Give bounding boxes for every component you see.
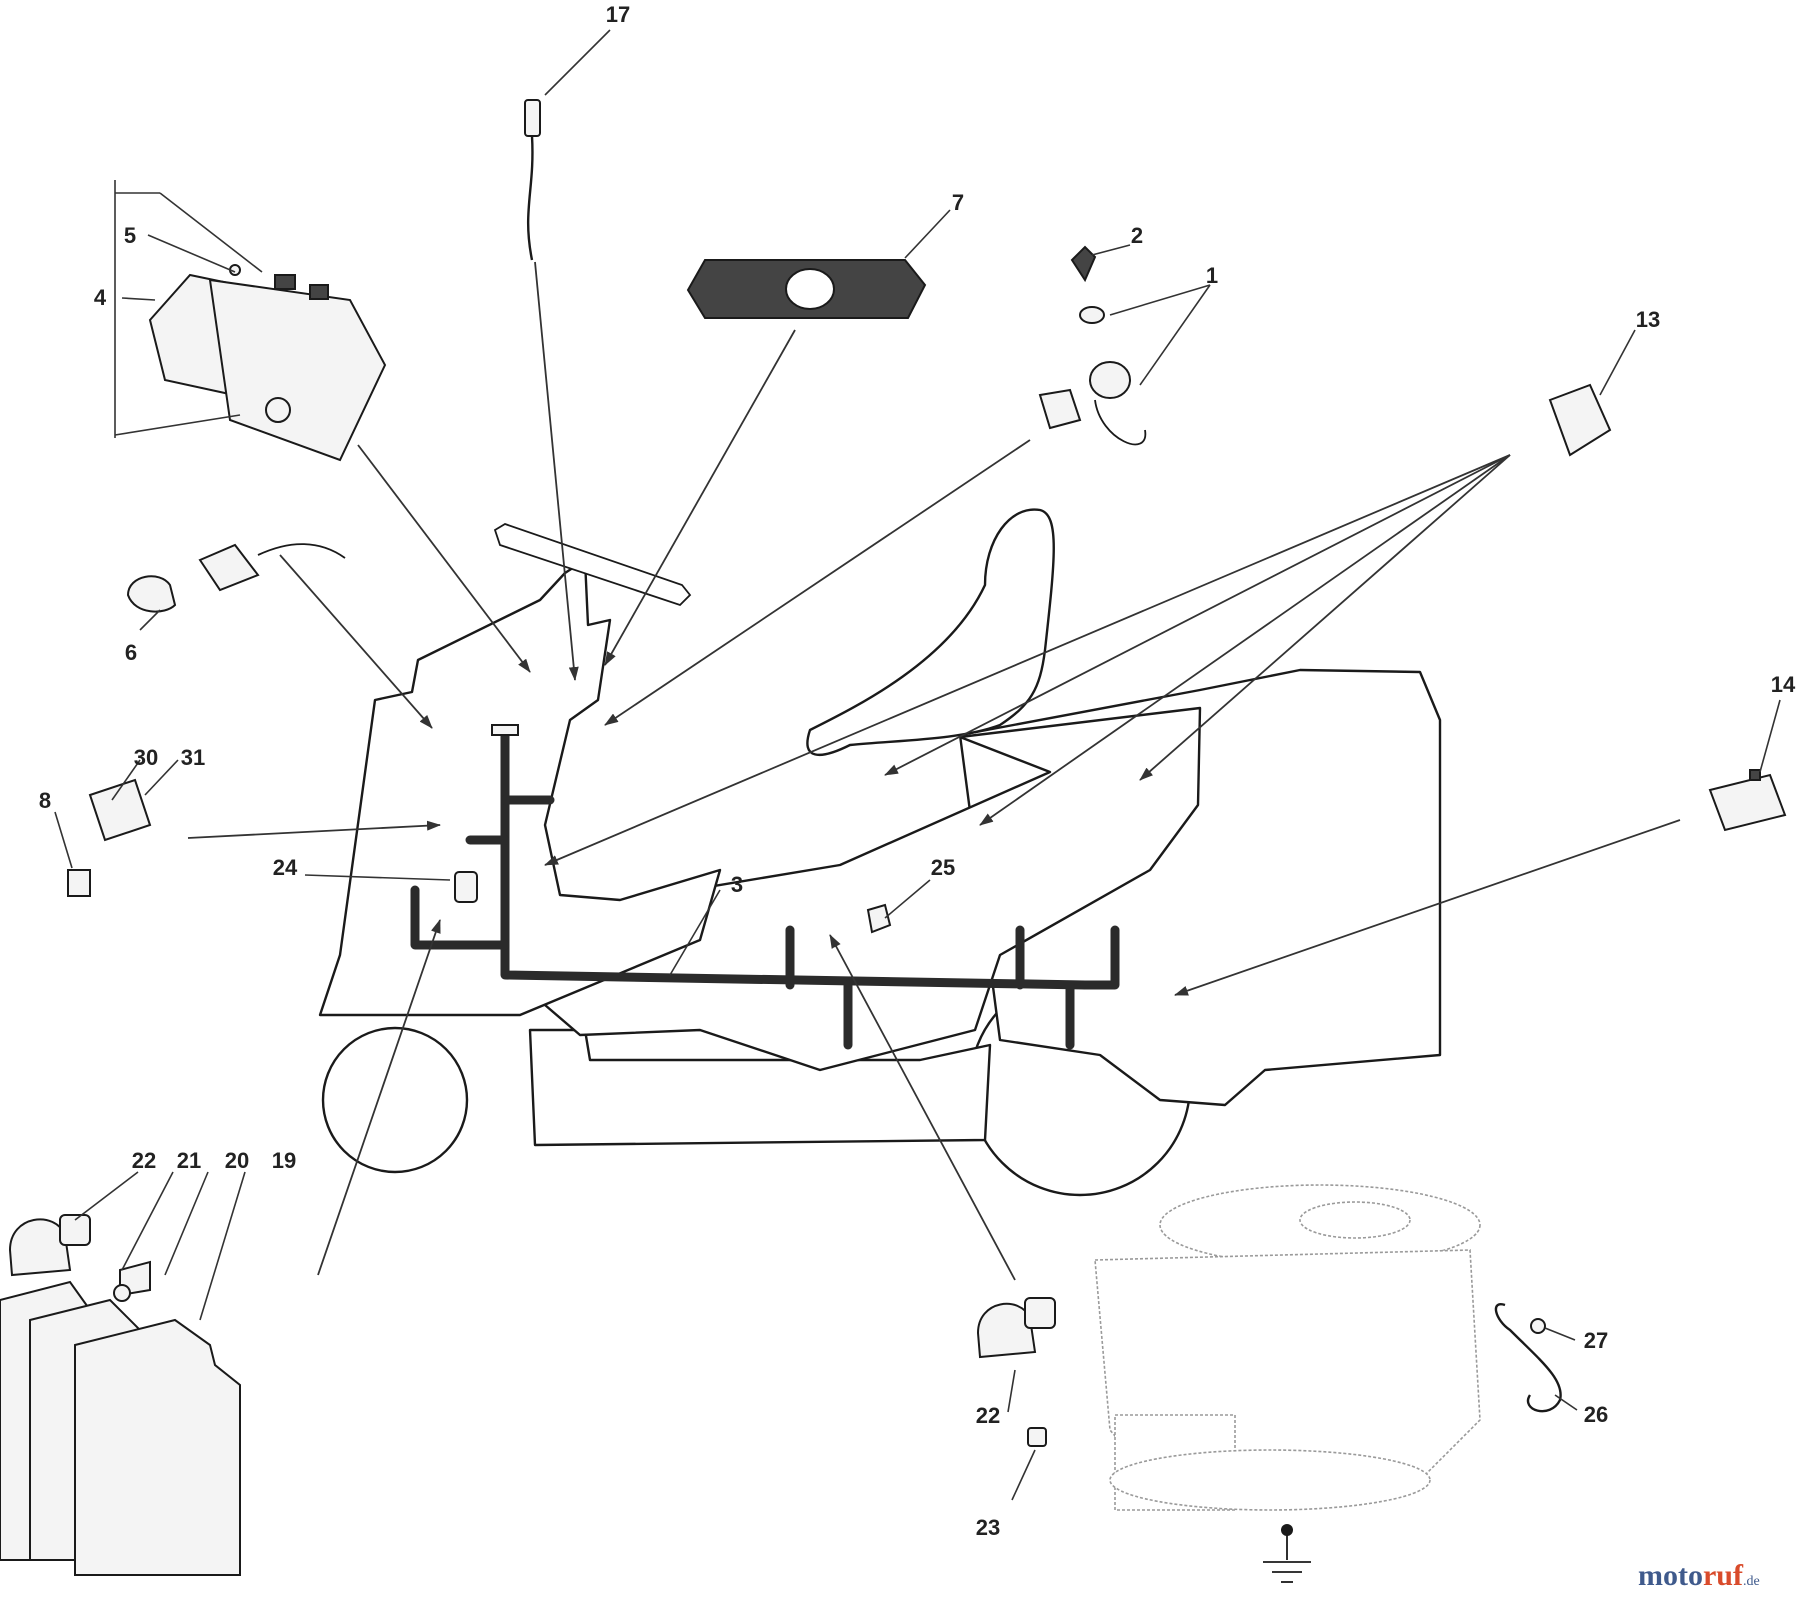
hood [318,558,722,1017]
callout-19: 19 [272,1148,296,1173]
callout-5: 5 [124,223,136,248]
bulb-socket-6 [126,543,346,613]
relay-30-31 [88,778,152,842]
callout-22-engine: 22 [976,1403,1000,1428]
callout-3: 3 [731,872,743,897]
tractor-body [318,508,1481,1583]
callout-6: 6 [125,640,137,665]
pointer-arrows [187,261,1681,1281]
callout-20: 20 [225,1148,249,1173]
callout-23: 23 [976,1515,1000,1540]
callout-24: 24 [273,855,298,880]
battery-19 [0,1260,241,1576]
callout-labels: 17 7 2 1 13 5 4 6 30 31 8 14 24 3 25 22 … [39,2,1796,1540]
clip-25 [866,903,892,934]
watermark-main: moto [1638,1559,1703,1592]
watermark-tld: .de [1743,1574,1760,1589]
ground-symbol [1263,1524,1311,1583]
callout-25: 25 [931,855,955,880]
terminal-cap-22b [976,1297,1056,1359]
callout-27: 27 [1584,1328,1608,1353]
ground-wire-26 [1494,1303,1562,1413]
callout-7: 7 [952,190,964,215]
callout-21: 21 [177,1148,201,1173]
callout-2: 2 [1131,223,1143,248]
dash-panel-7 [686,259,927,319]
steering-wheel [493,523,692,607]
wire-17 [524,99,541,261]
screw-27 [1530,1318,1546,1334]
switch-14 [1708,769,1787,832]
callout-4: 4 [94,285,107,310]
callout-17: 17 [606,2,630,27]
callout-8: 8 [39,788,51,813]
engine [1094,1184,1481,1511]
seat [806,508,1055,757]
front-wheel [321,1026,469,1174]
watermark-accent: ruf [1703,1559,1744,1592]
fuse-8 [67,869,91,897]
callout-31: 31 [181,745,205,770]
terminal-cap-22a [8,1214,91,1277]
watermark-logo: motoruf.de [1638,1559,1760,1592]
callout-13: 13 [1636,307,1660,332]
callout-1: 1 [1206,263,1218,288]
callout-14: 14 [1771,672,1796,697]
ignition-switch-1-2 [1038,245,1147,446]
switch-13 [1548,383,1612,457]
callout-22-battery: 22 [132,1148,156,1173]
svg-text:motoruf.de: motoruf.de [1638,1559,1760,1592]
leader-lines [54,29,1781,1501]
callout-26: 26 [1584,1402,1608,1427]
connector-24 [454,871,478,903]
circuit-board-4 [148,264,387,462]
callout-30: 30 [134,745,158,770]
nut-23 [1027,1427,1047,1447]
wiring-harness [410,724,1120,1050]
